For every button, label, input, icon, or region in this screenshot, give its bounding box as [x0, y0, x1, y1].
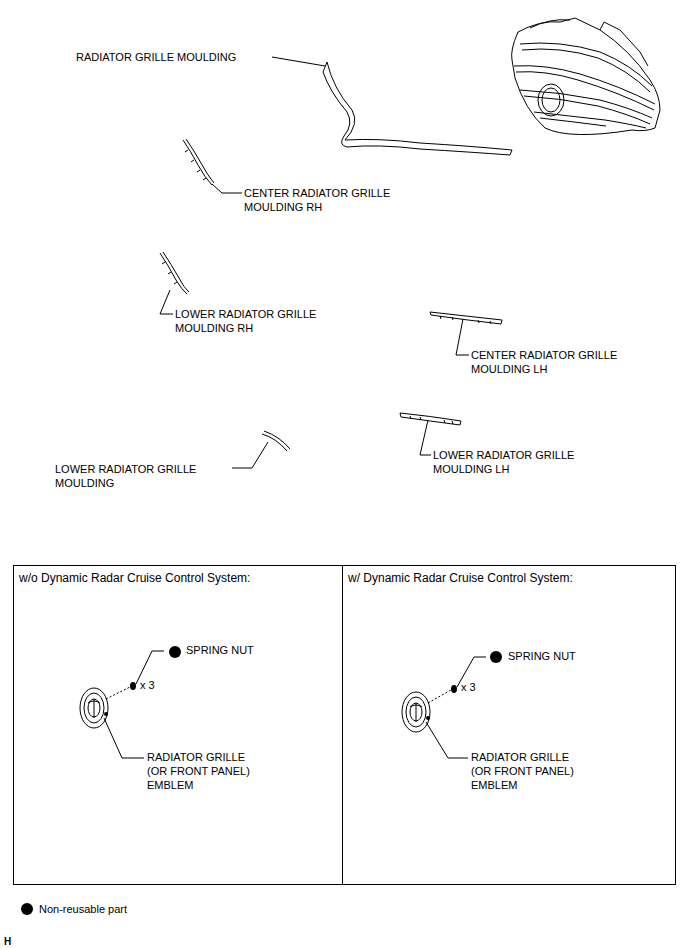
panel-heading: w/ Dynamic Radar Cruise Control System: — [348, 571, 573, 585]
part-name: SPRING NUT — [186, 643, 254, 657]
part-name: SPRING NUT — [508, 649, 576, 663]
grille-moulding — [323, 62, 512, 155]
dash-line — [428, 690, 451, 703]
part-name: LOWER RADIATOR GRILLE MOULDING — [55, 462, 215, 490]
part-name: RADIATOR GRILLE (OR FRONT PANEL) EMBLEM — [147, 750, 259, 792]
spring-nut — [451, 685, 457, 693]
spring-nut — [130, 682, 136, 690]
lower-moulding-lh — [400, 413, 461, 425]
part-name: LOWER RADIATOR GRILLE MOULDING LH — [433, 448, 598, 476]
legend-mark — [21, 903, 33, 915]
leader-line — [426, 722, 468, 758]
emblem-left — [80, 688, 108, 728]
lower-moulding-rh — [160, 252, 189, 294]
quantity: x 3 — [140, 678, 155, 692]
part-name: LOWER RADIATOR GRILLE MOULDING RH — [175, 307, 335, 335]
panel-heading: w/o Dynamic Radar Cruise Control System: — [19, 571, 250, 585]
leader-line — [232, 442, 268, 468]
figure-code: H — [4, 935, 11, 949]
dash-line — [106, 687, 130, 699]
part-name: CENTER RADIATOR GRILLE MOULDING RH — [244, 186, 409, 214]
leader-line — [272, 57, 325, 66]
leader-line — [104, 718, 144, 758]
non-reusable-mark — [490, 651, 502, 663]
leader-line — [456, 319, 469, 355]
leader-line — [420, 420, 431, 455]
emblem-right — [402, 692, 430, 732]
panel-box: w/o Dynamic Radar Cruise Control System: — [13, 565, 343, 885]
grille-illustration — [512, 18, 660, 135]
center-moulding-lh — [430, 312, 502, 324]
leader-line — [212, 184, 242, 193]
center-moulding-rh — [183, 139, 214, 185]
part-name: RADIATOR GRILLE MOULDING — [76, 50, 236, 64]
lower-moulding — [262, 431, 290, 451]
part-name: RADIATOR GRILLE (OR FRONT PANEL) EMBLEM — [471, 750, 583, 792]
legend-text: Non-reusable part — [39, 902, 127, 916]
panel-box: w/ Dynamic Radar Cruise Control System: — [342, 565, 676, 885]
non-reusable-mark — [169, 646, 181, 658]
quantity: x 3 — [461, 680, 476, 694]
part-name: CENTER RADIATOR GRILLE MOULDING LH — [471, 348, 636, 376]
leader-line — [160, 290, 173, 314]
